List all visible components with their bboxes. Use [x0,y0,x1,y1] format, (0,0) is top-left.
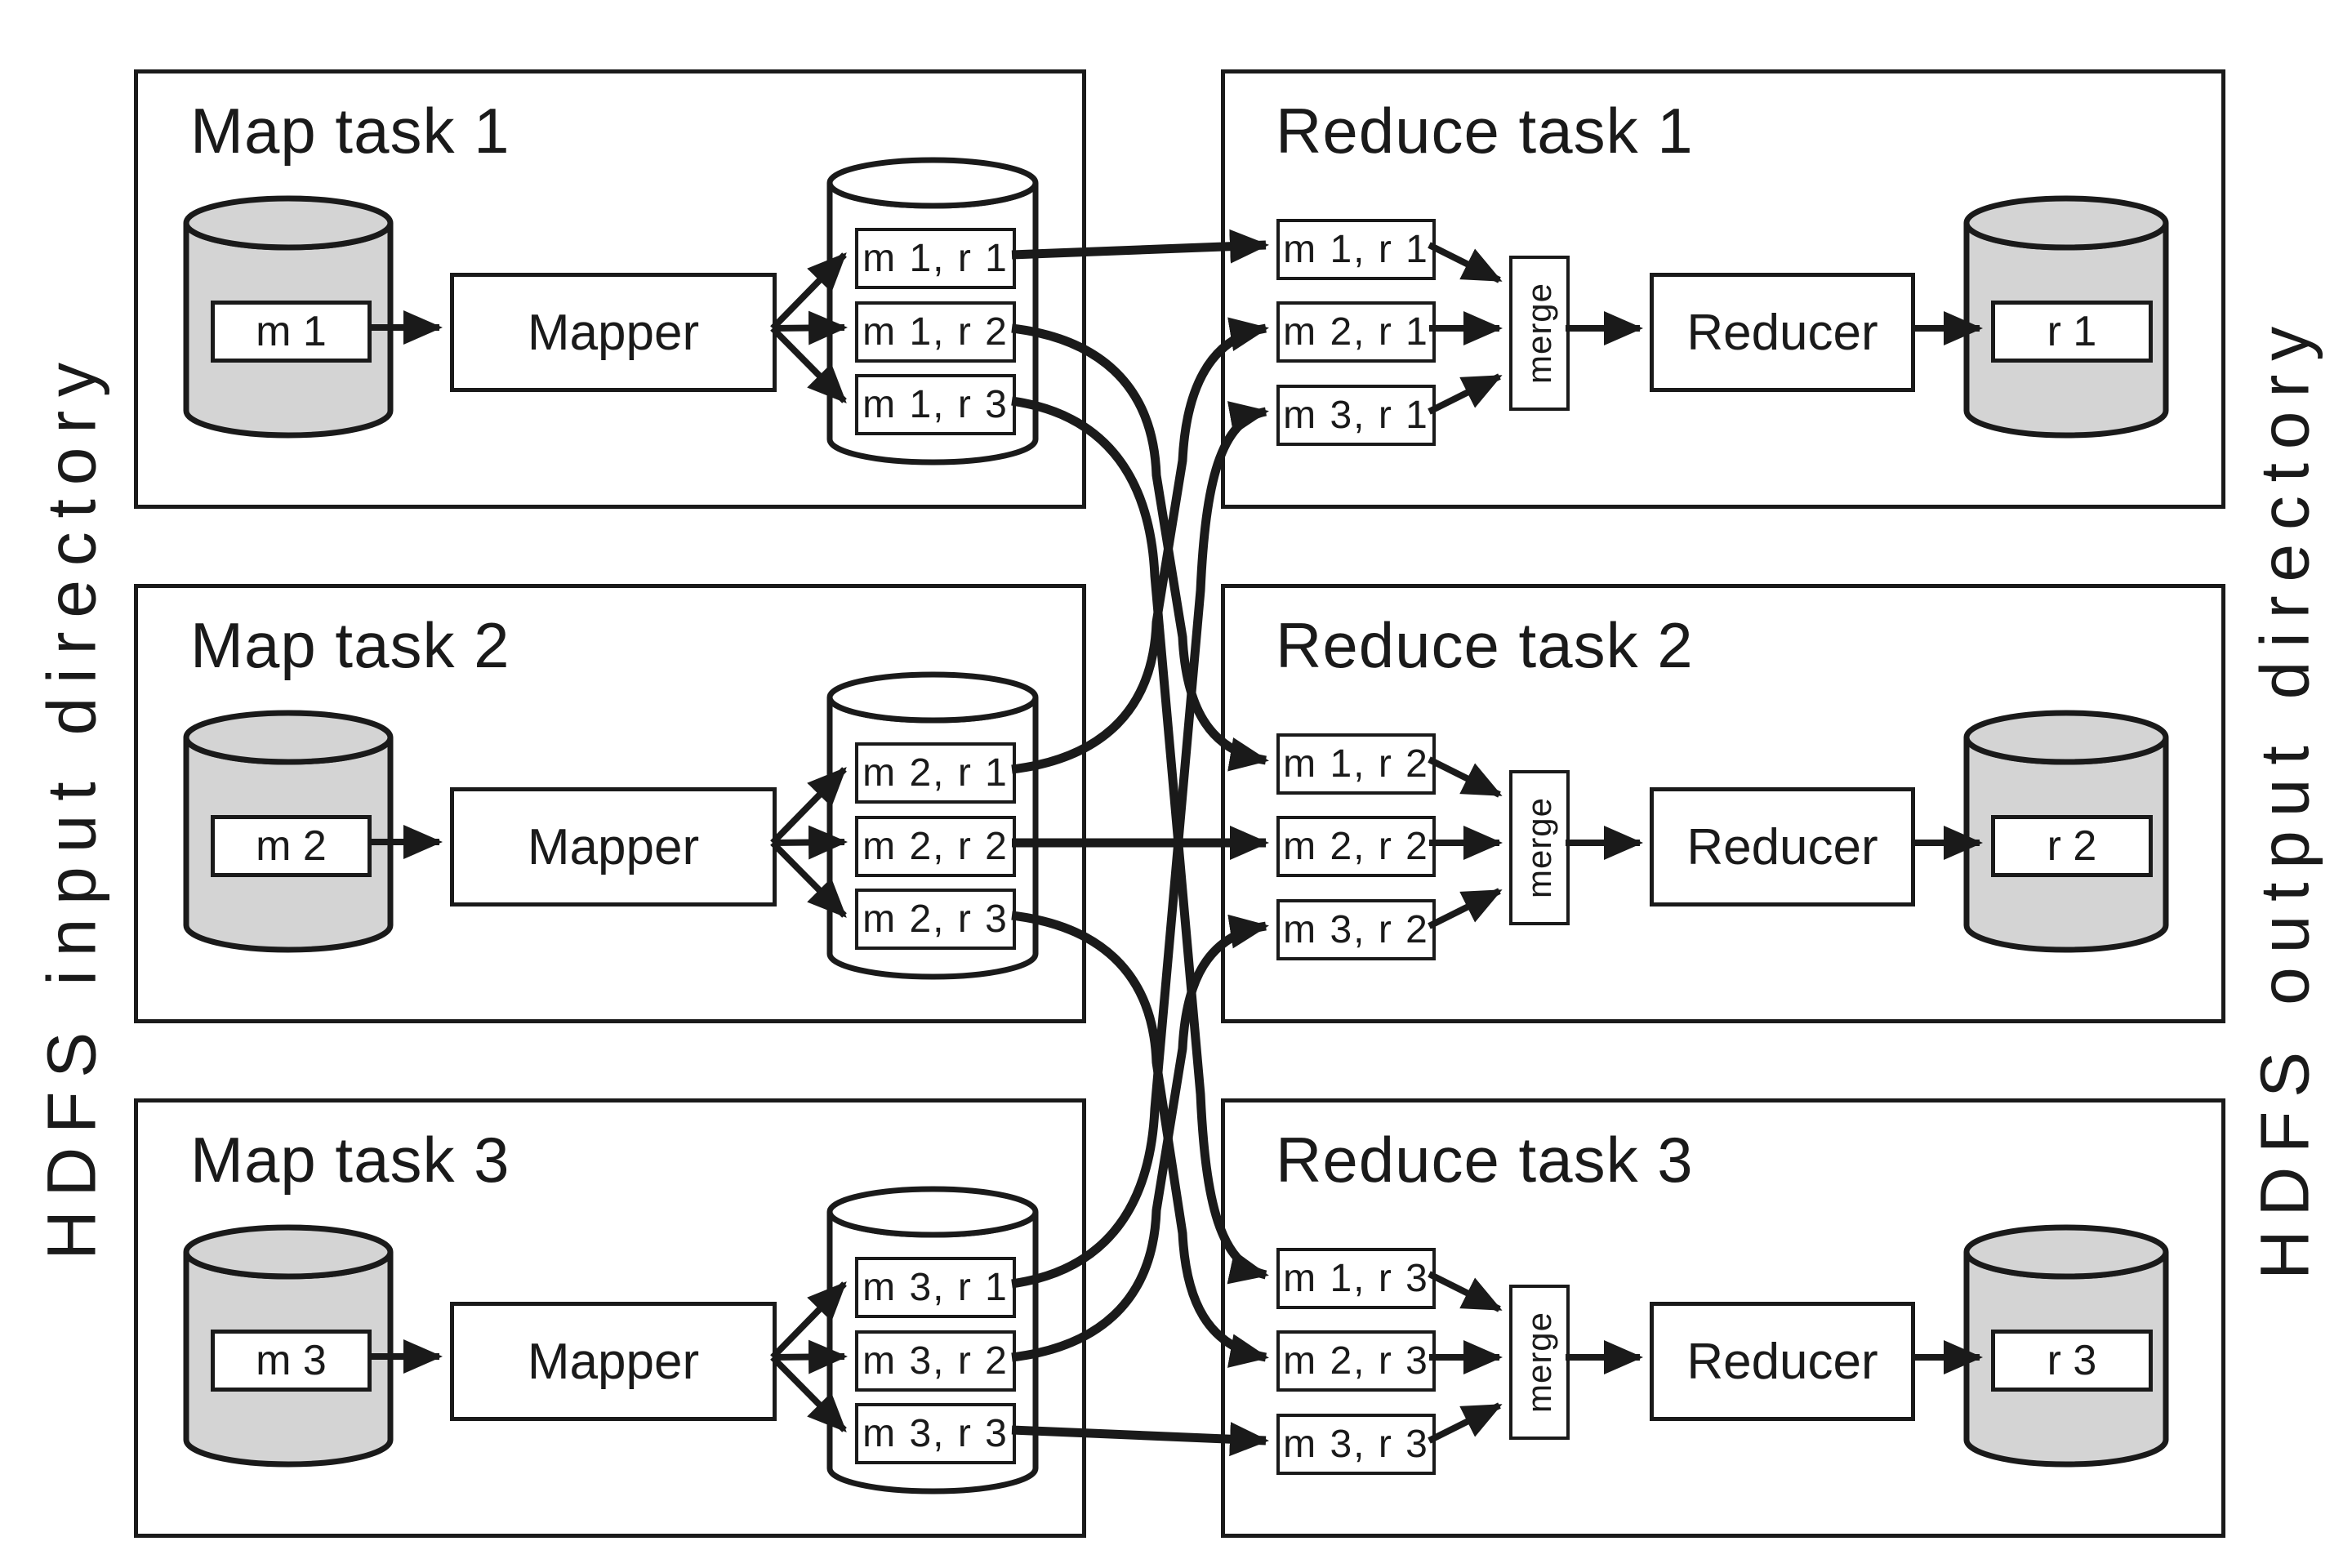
reduce-task-3-input-1: m 2, r 3 [1276,1330,1436,1392]
map-task-3-output-0: m 3, r 1 [855,1257,1016,1318]
map-task-1-input-file: m 1 [211,301,372,363]
map-task-1-panel: Map task 1 m 1 Mapper m 1, r 1 m 1, r 2 … [134,69,1086,509]
reduce-task-3-panel: Reduce task 3 m 1, r 3 m 2, r 3 m 3, r 3… [1221,1098,2225,1538]
map-task-1-output-0: m 1, r 1 [855,228,1016,289]
map-task-2-output-0: m 2, r 1 [855,742,1016,804]
reduce-task-3-input-2: m 3, r 3 [1276,1414,1436,1475]
reduce-task-1-title: Reduce task 1 [1276,95,1694,167]
map-task-3-mapper-box: Mapper [450,1302,777,1421]
reduce-task-2-title: Reduce task 2 [1276,609,1694,681]
reduce-task-3-merge-label: merge [1520,1311,1558,1414]
reduce-task-3-reducer-box: Reducer [1650,1302,1915,1421]
reduce-task-3-title: Reduce task 3 [1276,1124,1694,1196]
map-task-2-panel: Map task 2 m 2 Mapper m 2, r 1 m 2, r 2 … [134,584,1086,1023]
reduce-task-2-panel: Reduce task 2 m 1, r 2 m 2, r 2 m 3, r 2… [1221,584,2225,1023]
map-task-3-output-1: m 3, r 2 [855,1330,1016,1392]
map-task-1-output-1: m 1, r 2 [855,301,1016,363]
reduce-task-1-output-file: r 1 [1991,301,2153,363]
reduce-task-2-merge-label: merge [1520,796,1558,899]
hdfs-input-directory-label: HDFS input directory [33,349,110,1260]
map-task-3-panel: Map task 3 m 3 Mapper m 3, r 1 m 3, r 2 … [134,1098,1086,1538]
reduce-task-2-merge-box: merge [1509,770,1570,925]
reduce-task-1-input-0: m 1, r 1 [1276,219,1436,280]
reduce-task-3-output-file: r 3 [1991,1330,2153,1392]
reduce-task-3-merge-box: merge [1509,1285,1570,1440]
map-task-2-output-2: m 2, r 3 [855,889,1016,950]
map-task-2-mapper-box: Mapper [450,787,777,906]
reduce-task-3-input-0: m 1, r 3 [1276,1248,1436,1309]
reduce-task-2-input-2: m 3, r 2 [1276,899,1436,960]
reduce-task-1-merge-label: merge [1520,282,1558,385]
map-task-3-title: Map task 3 [190,1124,510,1196]
reduce-task-2-reducer-box: Reducer [1650,787,1915,906]
reduce-task-1-input-2: m 3, r 1 [1276,385,1436,446]
reduce-task-1-merge-box: merge [1509,256,1570,411]
map-task-2-output-1: m 2, r 2 [855,816,1016,877]
map-task-3-input-file: m 3 [211,1330,372,1392]
map-task-1-mapper-box: Mapper [450,273,777,392]
reduce-task-1-reducer-box: Reducer [1650,273,1915,392]
hdfs-output-directory-label: HDFS output directory [2246,313,2323,1280]
map-task-2-title: Map task 2 [190,609,510,681]
reduce-task-2-input-0: m 1, r 2 [1276,733,1436,795]
map-task-3-output-2: m 3, r 3 [855,1403,1016,1464]
reduce-task-2-input-1: m 2, r 2 [1276,816,1436,877]
map-task-1-output-2: m 1, r 3 [855,374,1016,435]
map-task-1-title: Map task 1 [190,95,510,167]
reduce-task-1-input-1: m 2, r 1 [1276,301,1436,363]
reduce-task-1-panel: Reduce task 1 m 1, r 1 m 2, r 1 m 3, r 1… [1221,69,2225,509]
reduce-task-2-output-file: r 2 [1991,815,2153,877]
map-task-2-input-file: m 2 [211,815,372,877]
